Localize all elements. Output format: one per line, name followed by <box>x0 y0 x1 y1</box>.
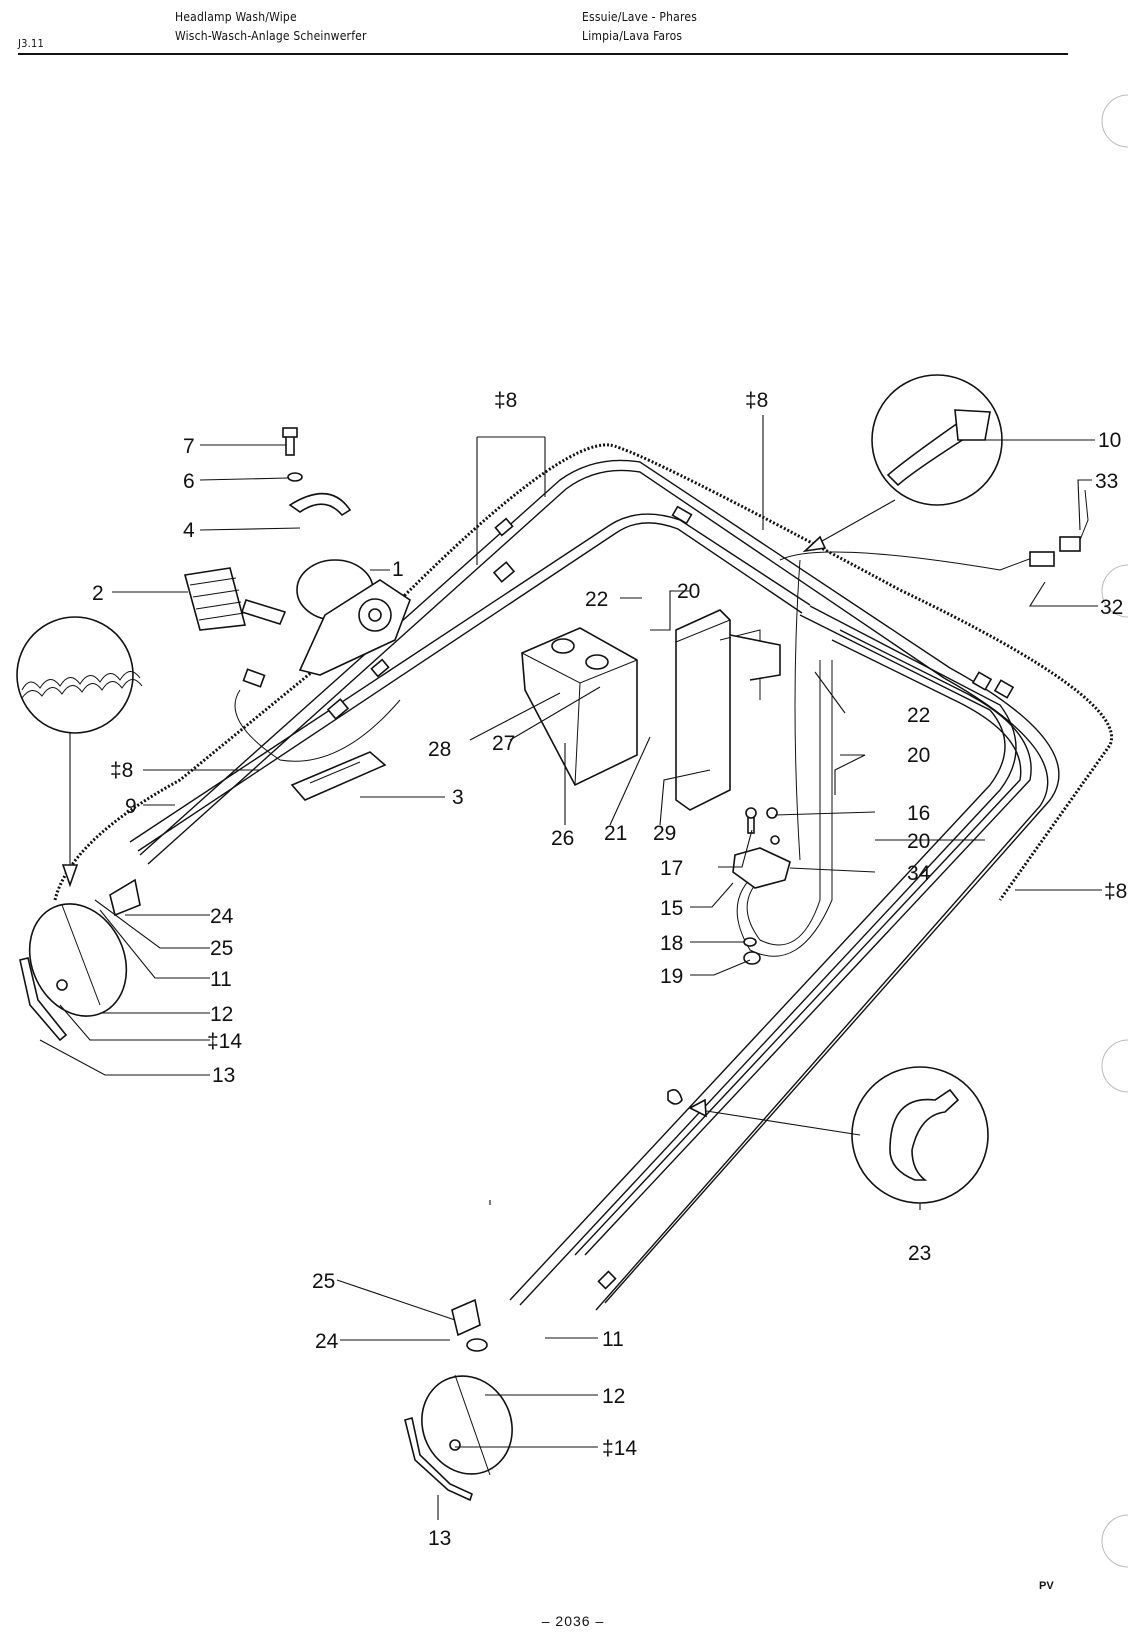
callout-10: 10 <box>1098 429 1121 452</box>
tube-connectors <box>326 505 1015 1290</box>
headlamp-lower <box>404 1298 513 1502</box>
callout-26: 26 <box>551 827 574 850</box>
callout-7: 7 <box>183 435 195 458</box>
callout-18: 18 <box>660 932 683 955</box>
header-rule <box>18 53 1068 55</box>
detail-circle-clip <box>802 374 1003 553</box>
callout-3: 3 <box>452 786 464 809</box>
foam-pad <box>290 751 387 801</box>
callout-21: 21 <box>604 822 627 845</box>
leader-lines <box>39 415 1102 1520</box>
callout-20c: 20 <box>907 830 930 853</box>
page-number: – 2036 – <box>541 1613 605 1629</box>
callout-24a: 24 <box>210 905 234 928</box>
callout-32: 32 <box>1100 596 1123 619</box>
washer-tubes <box>53 443 1113 1311</box>
callout-25a: 25 <box>210 937 233 960</box>
callout-14b: ‡14 <box>602 1437 637 1460</box>
callout-13a: 13 <box>212 1064 235 1087</box>
callout-29: 29 <box>653 822 676 845</box>
callout-11b: 11 <box>602 1328 624 1351</box>
callout-6: 6 <box>183 470 195 493</box>
callout-8d: ‡8 <box>1104 880 1127 903</box>
callout-33: 33 <box>1095 470 1118 493</box>
corner-mark: PV <box>1039 1580 1054 1592</box>
callout-4: 4 <box>183 519 195 542</box>
callout-8b: ‡8 <box>745 389 768 412</box>
headlamp-left <box>19 878 141 1042</box>
pump-motor <box>183 427 411 688</box>
title-french: Essuie/Lave - Phares <box>582 10 698 24</box>
callout-19: 19 <box>660 965 683 988</box>
detail-circle-spring <box>16 616 143 888</box>
binder-holes <box>1101 94 1129 1568</box>
callout-25b: 25 <box>312 1270 335 1293</box>
callout-24b: 24 <box>315 1330 339 1353</box>
callout-27: 27 <box>492 732 515 755</box>
title-english: Headlamp Wash/Wipe <box>175 10 297 24</box>
title-spanish: Limpia/Lava Faros <box>582 29 683 43</box>
reservoir-bracket <box>675 609 781 811</box>
callout-13b: 13 <box>428 1527 451 1550</box>
callout-16: 16 <box>907 802 930 825</box>
callout-2: 2 <box>92 582 104 605</box>
callout-20b: 20 <box>907 744 930 767</box>
switch-connector <box>1029 489 1089 567</box>
callout-22a: 22 <box>585 588 608 611</box>
title-german: Wisch-Wasch-Anlage Scheinwerfer <box>175 29 367 43</box>
callout-15: 15 <box>660 897 683 920</box>
callout-14a: ‡14 <box>207 1030 242 1053</box>
callout-20a: 20 <box>677 580 700 603</box>
reference-code: J3.11 <box>18 37 44 50</box>
callout-17: 17 <box>660 857 683 880</box>
callout-11a: 11 <box>210 968 232 991</box>
detail-circle-tie <box>667 1066 989 1204</box>
callout-9: 9 <box>125 795 137 818</box>
callout-22b: 22 <box>907 704 930 727</box>
callout-34: 34 <box>907 862 931 885</box>
callout-23: 23 <box>908 1242 931 1265</box>
callout-12a: 12 <box>210 1003 233 1026</box>
callout-28: 28 <box>428 738 451 761</box>
callout-8c: ‡8 <box>110 759 133 782</box>
callout-1: 1 <box>392 558 404 581</box>
title-english-german: Headlamp Wash/Wipe Wisch-Wasch-Anlage Sc… <box>175 8 367 46</box>
callout-labels: 7 6 4 1 2 ‡8 ‡8 10 33 32 22 20 22 20 28 … <box>92 389 1127 1550</box>
callout-12b: 12 <box>602 1385 625 1408</box>
title-french-spanish: Essuie/Lave - Phares Limpia/Lava Faros <box>582 8 697 46</box>
reservoir <box>521 627 638 787</box>
callout-8a: ‡8 <box>494 389 517 412</box>
